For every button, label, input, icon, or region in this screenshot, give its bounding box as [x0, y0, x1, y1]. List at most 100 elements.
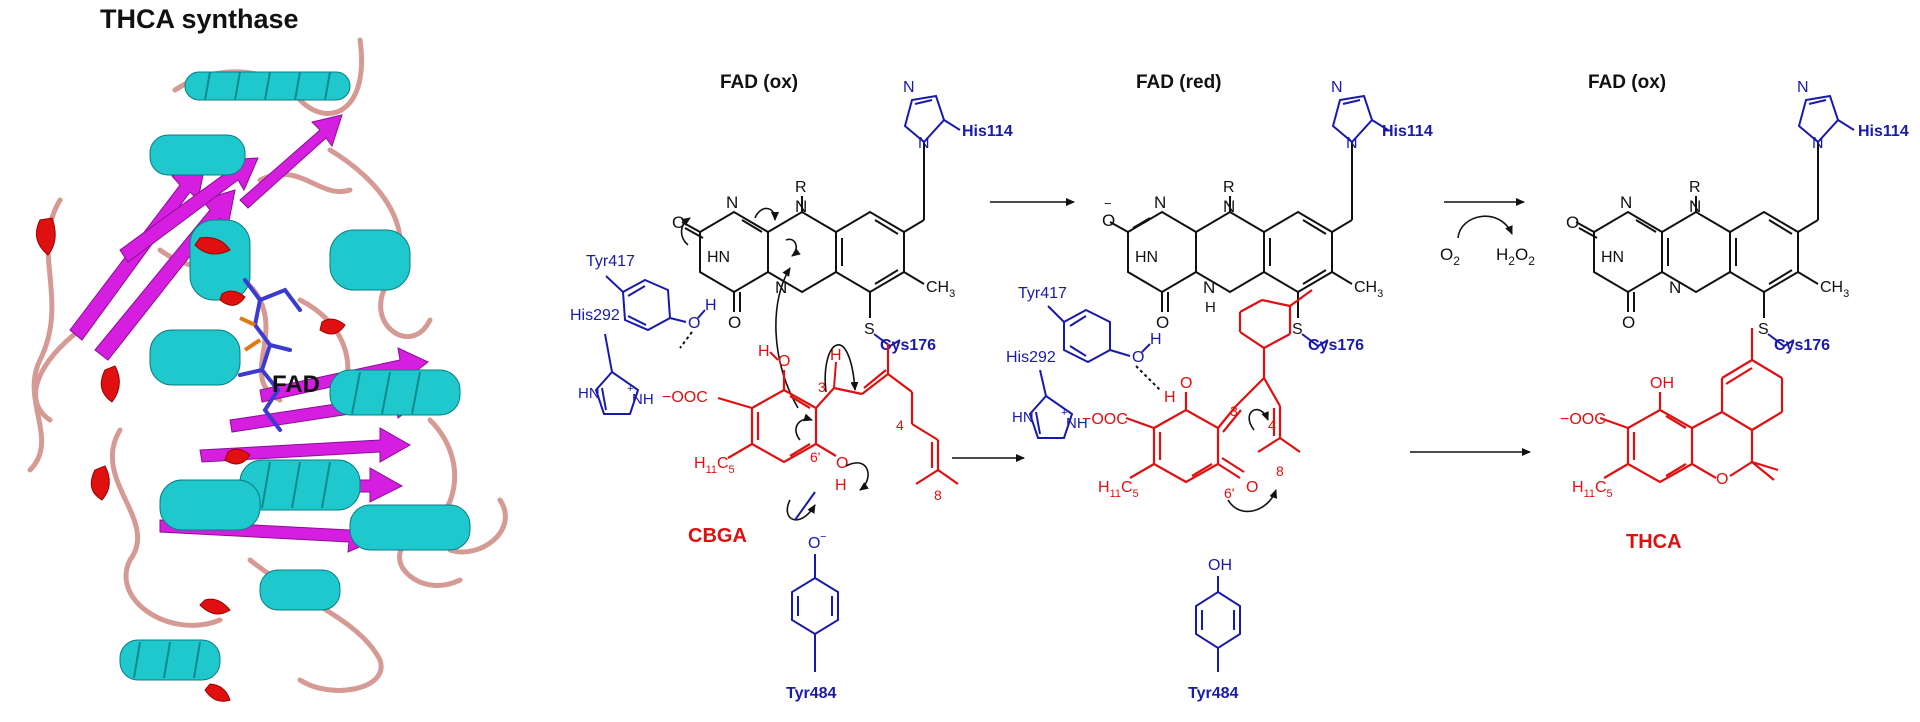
flavin1-S: S: [864, 321, 875, 338]
flavin2-R: R: [1223, 179, 1235, 196]
tyr417-his292-stage1: Tyr417 O H His292 HN NH +: [570, 253, 717, 415]
protein-structure: THCA synthase: [27, 4, 508, 702]
thca-H11C5: H11C5: [1572, 479, 1613, 500]
flavin2-CH3: CH3: [1354, 279, 1383, 300]
cbga-OOC: −OOC: [662, 389, 708, 406]
cbga-H-6p: H: [835, 477, 847, 494]
flavin3-R: R: [1689, 179, 1701, 196]
his292-NH-1: NH: [632, 391, 654, 408]
his114-imidazole-3: N N His114: [1797, 79, 1909, 152]
qm-H11C5: H11C5: [1098, 479, 1139, 500]
his114-N1-a: N: [918, 135, 930, 152]
h2o2-label: H2O2: [1496, 245, 1535, 268]
cbga-locant-4: 4: [896, 417, 904, 433]
tyr417-H-1: H: [705, 297, 717, 314]
flavin2-H5: H: [1205, 299, 1216, 316]
flavin2-N1: N: [1154, 193, 1166, 212]
flavin1-CH3: CH3: [926, 279, 955, 300]
qm-locant-4: 4: [1268, 417, 1276, 433]
protein-title: THCA synthase: [100, 4, 299, 34]
alpha-helices: [119, 71, 471, 681]
flavin2-O4: O: [1156, 313, 1169, 332]
fad-phosphate: [239, 316, 262, 352]
flavin1-N10: N: [795, 197, 807, 216]
flavin1-R: R: [795, 179, 807, 196]
his114-label-1: His114: [962, 123, 1013, 140]
his114-label-2: His114: [1382, 123, 1433, 140]
cbga-name: CBGA: [688, 525, 747, 547]
qm-H-phenol: H: [1164, 389, 1176, 406]
cbga-substrate: H O H −OOC H11C5 O H 3 4 8 6' CBGA: [662, 343, 959, 547]
qm-locant-8: 8: [1276, 463, 1284, 479]
flavin1-HN3: HN: [707, 249, 730, 266]
cbga-H-c3: H: [830, 347, 842, 364]
tyr417-O-1: O: [688, 315, 700, 332]
qm-O-6p: O: [1246, 479, 1258, 496]
flavin3-O4: O: [1622, 313, 1635, 332]
tyr417-O-2: O: [1132, 349, 1144, 366]
flavin2-S: S: [1292, 321, 1303, 338]
his292-NH-2: NH: [1066, 415, 1088, 432]
flavin-ox-2: O N HN O N N R CH3 S Cys176: [1566, 142, 1849, 354]
flavin2-N10: N: [1223, 197, 1235, 216]
helix-stripes: [133, 71, 421, 679]
flavin2-O2: O: [1102, 211, 1115, 230]
his292-plus-2: +: [1061, 407, 1067, 419]
flavin2-HN3: HN: [1135, 249, 1158, 266]
cys176-label-3: Cys176: [1774, 337, 1830, 354]
thca-OH: OH: [1650, 375, 1674, 392]
flavin-red: O − N HN O N H N R CH3 S Cys176: [1102, 142, 1383, 354]
cys176-label-2: Cys176: [1308, 337, 1364, 354]
cbga-H11C5: H11C5: [694, 455, 735, 476]
tyr417-label-1: Tyr417: [586, 253, 635, 270]
quinone-methide-intermediate: O H −OOC H11C5 O 3 4 8 6': [1082, 289, 1313, 513]
his114-N1-b: N: [1346, 135, 1358, 152]
tyr484-label-1: Tyr484: [786, 685, 837, 702]
flavin3-N10: N: [1689, 197, 1701, 216]
turn-segments: [35, 217, 346, 702]
his292-HN-2: HN: [1012, 409, 1034, 426]
his114-imidazole-2: N N His114: [1331, 79, 1433, 152]
tyr484-OH-2: OH: [1208, 557, 1232, 574]
tyr417-label-2: Tyr417: [1018, 285, 1067, 302]
flavin2-minus: −: [1104, 196, 1112, 211]
his292-label-2: His292: [1006, 349, 1056, 366]
qm-locant-3: 3: [1230, 403, 1238, 419]
tyr484-label-2: Tyr484: [1188, 685, 1239, 702]
flavin3-O2: O: [1566, 213, 1579, 232]
cys176-label-1: Cys176: [880, 337, 936, 354]
flavin3-N1: N: [1620, 193, 1632, 212]
thca-OOC: −OOC: [1560, 411, 1606, 428]
his292-label-1: His292: [570, 307, 620, 324]
thca-O-pyran: O: [1716, 471, 1728, 488]
thca-name: THCA: [1626, 531, 1682, 553]
qm-locant-6p: 6': [1224, 485, 1234, 501]
tyr484-minus-1: −: [820, 531, 826, 543]
reaction-arrows: [952, 198, 1531, 462]
tyr484-stage2: OH Tyr484: [1188, 557, 1241, 702]
his114-N3-b: N: [1331, 79, 1343, 96]
cbga-locant-8: 8: [934, 487, 942, 503]
flavin3-CH3: CH3: [1820, 279, 1849, 300]
cbga-O-phenol: O: [778, 353, 790, 370]
flavin1-N1: N: [726, 193, 738, 212]
tyr484-O-1: O: [808, 535, 820, 552]
tyr417-H-2: H: [1150, 331, 1162, 348]
tyr417-his292-stage2: Tyr417 O H His292 HN NH +: [1006, 285, 1162, 439]
flavin1-O2: O: [672, 213, 685, 232]
cbga-H-phenol: H: [758, 343, 770, 360]
qm-O-phenol: O: [1180, 375, 1192, 392]
fad-red-header: FAD (red): [1136, 72, 1222, 93]
thca-product: OH −OOC H11C5 O THCA: [1560, 328, 1784, 553]
tyr484-stage1: O − Tyr484: [786, 491, 839, 702]
his114-imidazole-1: N N His114: [903, 79, 1013, 152]
flavin3-N5: N: [1669, 278, 1681, 297]
flavin-ox-1: O N HN O N N R CH3 S Cys176: [672, 142, 955, 354]
fad-ox-header-2: FAD (ox): [1588, 72, 1666, 93]
fad-ligand-sticks: [238, 278, 302, 432]
fad-ox-header-1: FAD (ox): [720, 72, 798, 93]
cbga-O-6p: O: [836, 455, 848, 472]
cbga-locant-3: 3: [818, 379, 826, 395]
